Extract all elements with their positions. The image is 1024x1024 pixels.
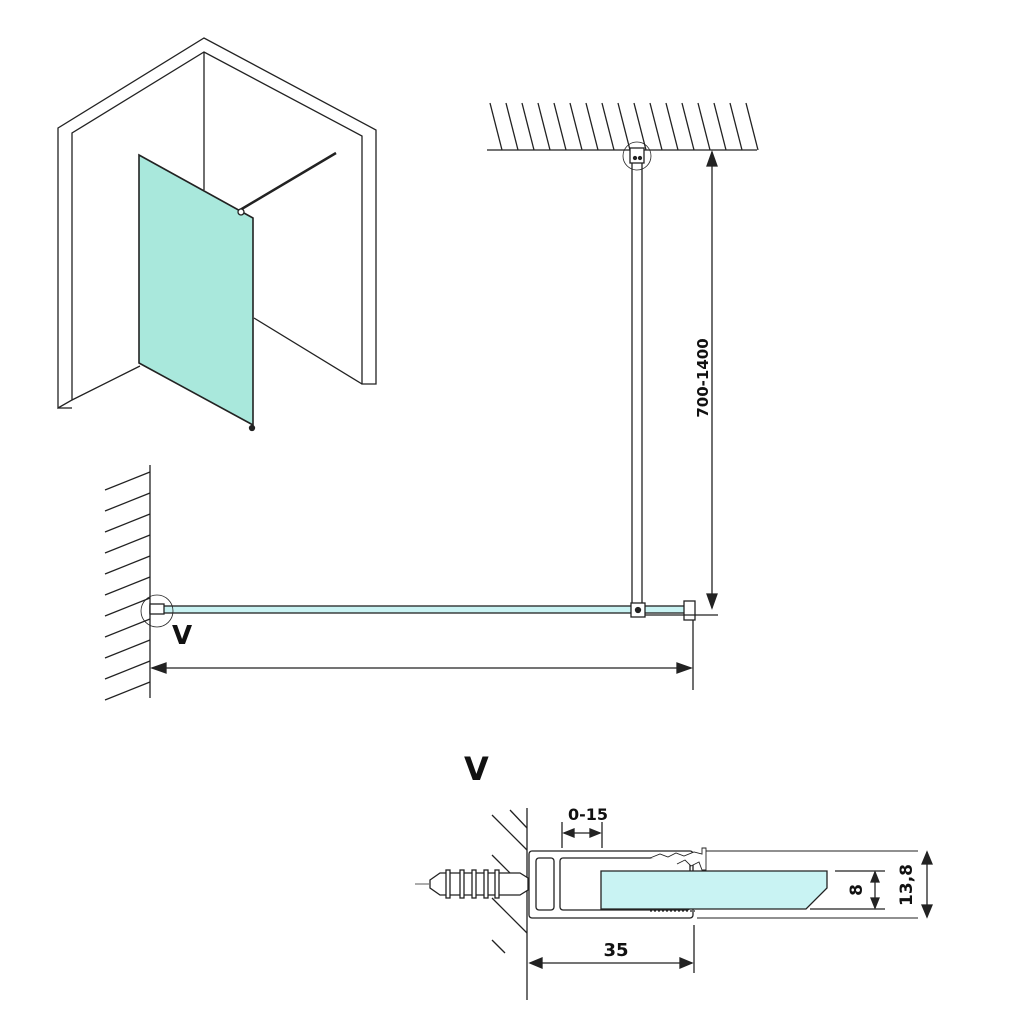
hatch-line bbox=[491, 939, 506, 954]
hatch-line bbox=[617, 102, 631, 151]
hatch-line bbox=[633, 102, 647, 151]
height-range-label: 700-1400 bbox=[694, 338, 712, 417]
hatch-line bbox=[104, 660, 151, 680]
hatch-line bbox=[665, 102, 679, 151]
hatch-line bbox=[491, 897, 528, 934]
wall-outline bbox=[57, 37, 377, 410]
plan-view: 700-1400 V bbox=[104, 102, 759, 701]
glass-section bbox=[600, 870, 828, 910]
wall-profile bbox=[149, 603, 165, 615]
profile-height-label: 13,8 bbox=[897, 864, 917, 906]
hatch-line bbox=[649, 102, 663, 151]
hatch-line bbox=[569, 102, 583, 151]
isometric-view bbox=[57, 37, 377, 432]
support-arm-iso bbox=[239, 151, 337, 212]
wall-anchor bbox=[429, 869, 554, 899]
hatch-line bbox=[104, 576, 151, 596]
hatch-line bbox=[104, 513, 151, 533]
ceiling-hatching bbox=[489, 102, 759, 151]
hatch-line bbox=[104, 618, 151, 638]
hatch-line bbox=[104, 555, 151, 575]
depth-label: 35 bbox=[603, 940, 628, 961]
end-bracket bbox=[683, 600, 696, 621]
glass-panel-plan bbox=[149, 605, 687, 614]
hatch-line bbox=[601, 102, 615, 151]
hatch-line bbox=[713, 102, 727, 151]
hatch-line bbox=[491, 814, 528, 851]
hatch-line bbox=[489, 102, 503, 151]
wall-hatching bbox=[104, 471, 151, 701]
hatch-line bbox=[104, 534, 151, 554]
gap-label: 0-15 bbox=[568, 805, 608, 824]
support-arm bbox=[631, 161, 643, 609]
detail-marker-label: V bbox=[172, 621, 192, 651]
hatch-line bbox=[729, 102, 743, 151]
hatch-line bbox=[697, 102, 711, 151]
detail-view: V 0-15 35 8 13,8 bbox=[415, 750, 933, 1000]
hatch-line bbox=[509, 809, 528, 829]
hatch-line bbox=[104, 471, 151, 491]
ceiling-bracket bbox=[629, 147, 645, 164]
glass-panel-iso bbox=[138, 153, 254, 427]
hatch-line bbox=[553, 102, 567, 151]
glass-thickness-label: 8 bbox=[847, 884, 867, 896]
detail-title: V bbox=[464, 750, 489, 788]
detail-circle-wall bbox=[140, 594, 174, 628]
hatch-line bbox=[521, 102, 535, 151]
hatch-line bbox=[104, 597, 151, 617]
hatch-line bbox=[104, 681, 151, 701]
hatch-line bbox=[681, 102, 695, 151]
hatch-line bbox=[745, 102, 759, 151]
detail-circle-ceiling bbox=[622, 141, 652, 171]
hatch-line bbox=[585, 102, 599, 151]
hatch-line bbox=[104, 639, 151, 659]
hatch-line bbox=[505, 102, 519, 151]
hatch-line bbox=[104, 492, 151, 512]
hatch-line bbox=[537, 102, 551, 151]
